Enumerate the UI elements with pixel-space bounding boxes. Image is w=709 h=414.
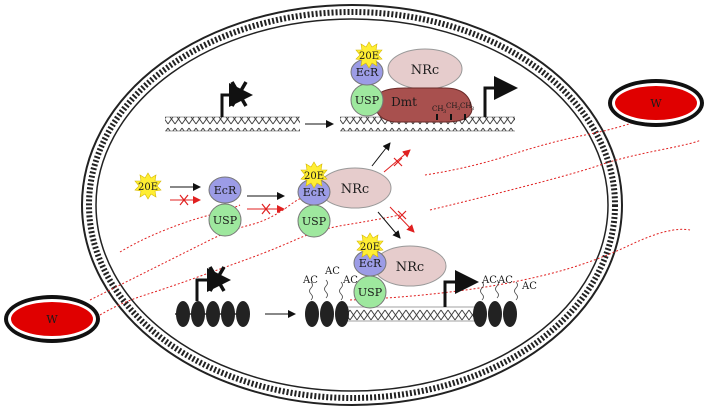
usp-mid xyxy=(208,203,242,237)
promoter-arrow-top xyxy=(483,76,518,117)
arrow-branch-up xyxy=(371,142,391,167)
nucleosomes-bottom-right xyxy=(473,301,517,327)
acetyl-label-6: AC xyxy=(521,281,537,292)
acetyl-label-3: AC xyxy=(342,275,358,286)
ecdysone-top-label: 20E xyxy=(359,51,379,62)
ecdysone-free: 20E xyxy=(134,172,162,200)
ecr-bottom-label: EcR xyxy=(359,257,382,270)
ch3-sub-1: 3 xyxy=(443,109,446,115)
acetyl-label-5: AC xyxy=(497,275,513,286)
ecr-top-label: EcR xyxy=(356,66,379,79)
nucleosomes-bottom-left xyxy=(305,301,349,327)
ecdysone-bottom-label: 20E xyxy=(360,242,380,253)
ch3-label-1: CH xyxy=(432,105,443,113)
arrow-branch-down xyxy=(377,211,401,239)
ecr-complex-label: EcR xyxy=(303,186,326,199)
nrc-top-label: NRc xyxy=(411,63,439,78)
usp-bottom-label: USP xyxy=(358,286,383,299)
ecdysone-complex: 20E xyxy=(300,161,328,189)
nrc-bottom-label: NRc xyxy=(396,260,424,275)
usp-complex-label: USP xyxy=(302,215,327,228)
dmt-label: Dmt xyxy=(391,95,417,109)
promoter-blocked-bottom xyxy=(195,266,231,301)
usp-mid-label: USP xyxy=(213,214,238,227)
acetyl-label-2: AC xyxy=(324,266,340,277)
arrow-branch-down-inhibited xyxy=(389,206,415,233)
ecdysone-top: 20E xyxy=(355,41,383,69)
dna-bottom-right xyxy=(340,306,475,322)
wolbachia-left-label: W xyxy=(46,313,58,326)
dna-top-left xyxy=(165,116,300,132)
inhibit-x-down xyxy=(397,210,407,220)
wolbachia-right-label: W xyxy=(650,97,662,110)
ch3-label-2: CH xyxy=(446,102,457,110)
ecr-mid-label: EcR xyxy=(214,184,237,197)
ecr-mid xyxy=(208,176,242,204)
chromatin-left xyxy=(175,301,250,327)
dmt-top xyxy=(374,87,473,123)
acetyl-label-4: AC xyxy=(481,275,497,286)
methyl-groups: CH 3 CH 3 CH 3 xyxy=(432,102,474,120)
wolbachia-left: W xyxy=(4,295,100,343)
nrc-mid-label: NRc xyxy=(341,182,369,197)
usp-bottom xyxy=(353,275,387,309)
ch3-sub-2: 3 xyxy=(457,106,460,112)
usp-complex xyxy=(297,204,331,238)
cell-membrane xyxy=(81,4,623,406)
inhibit-x-complex xyxy=(261,203,271,215)
ecdysone-bottom: 20E xyxy=(356,232,384,260)
wolbachia-right: W xyxy=(608,79,704,127)
acetyl-groups xyxy=(309,279,518,301)
ecdysone-complex-label: 20E xyxy=(304,171,324,182)
inhibit-x-up xyxy=(393,157,403,167)
ecdysone-free-label: 20E xyxy=(138,182,158,193)
usp-top-label: USP xyxy=(355,94,380,107)
inhibit-x-binding xyxy=(179,194,189,206)
promoter-blocked-top xyxy=(220,81,253,117)
acetyl-label-1: AC xyxy=(302,275,318,286)
ch3-label-3: CH xyxy=(460,102,471,110)
promoter-arrow-bottom xyxy=(443,270,479,307)
ch3-sub-3: 3 xyxy=(471,106,474,112)
